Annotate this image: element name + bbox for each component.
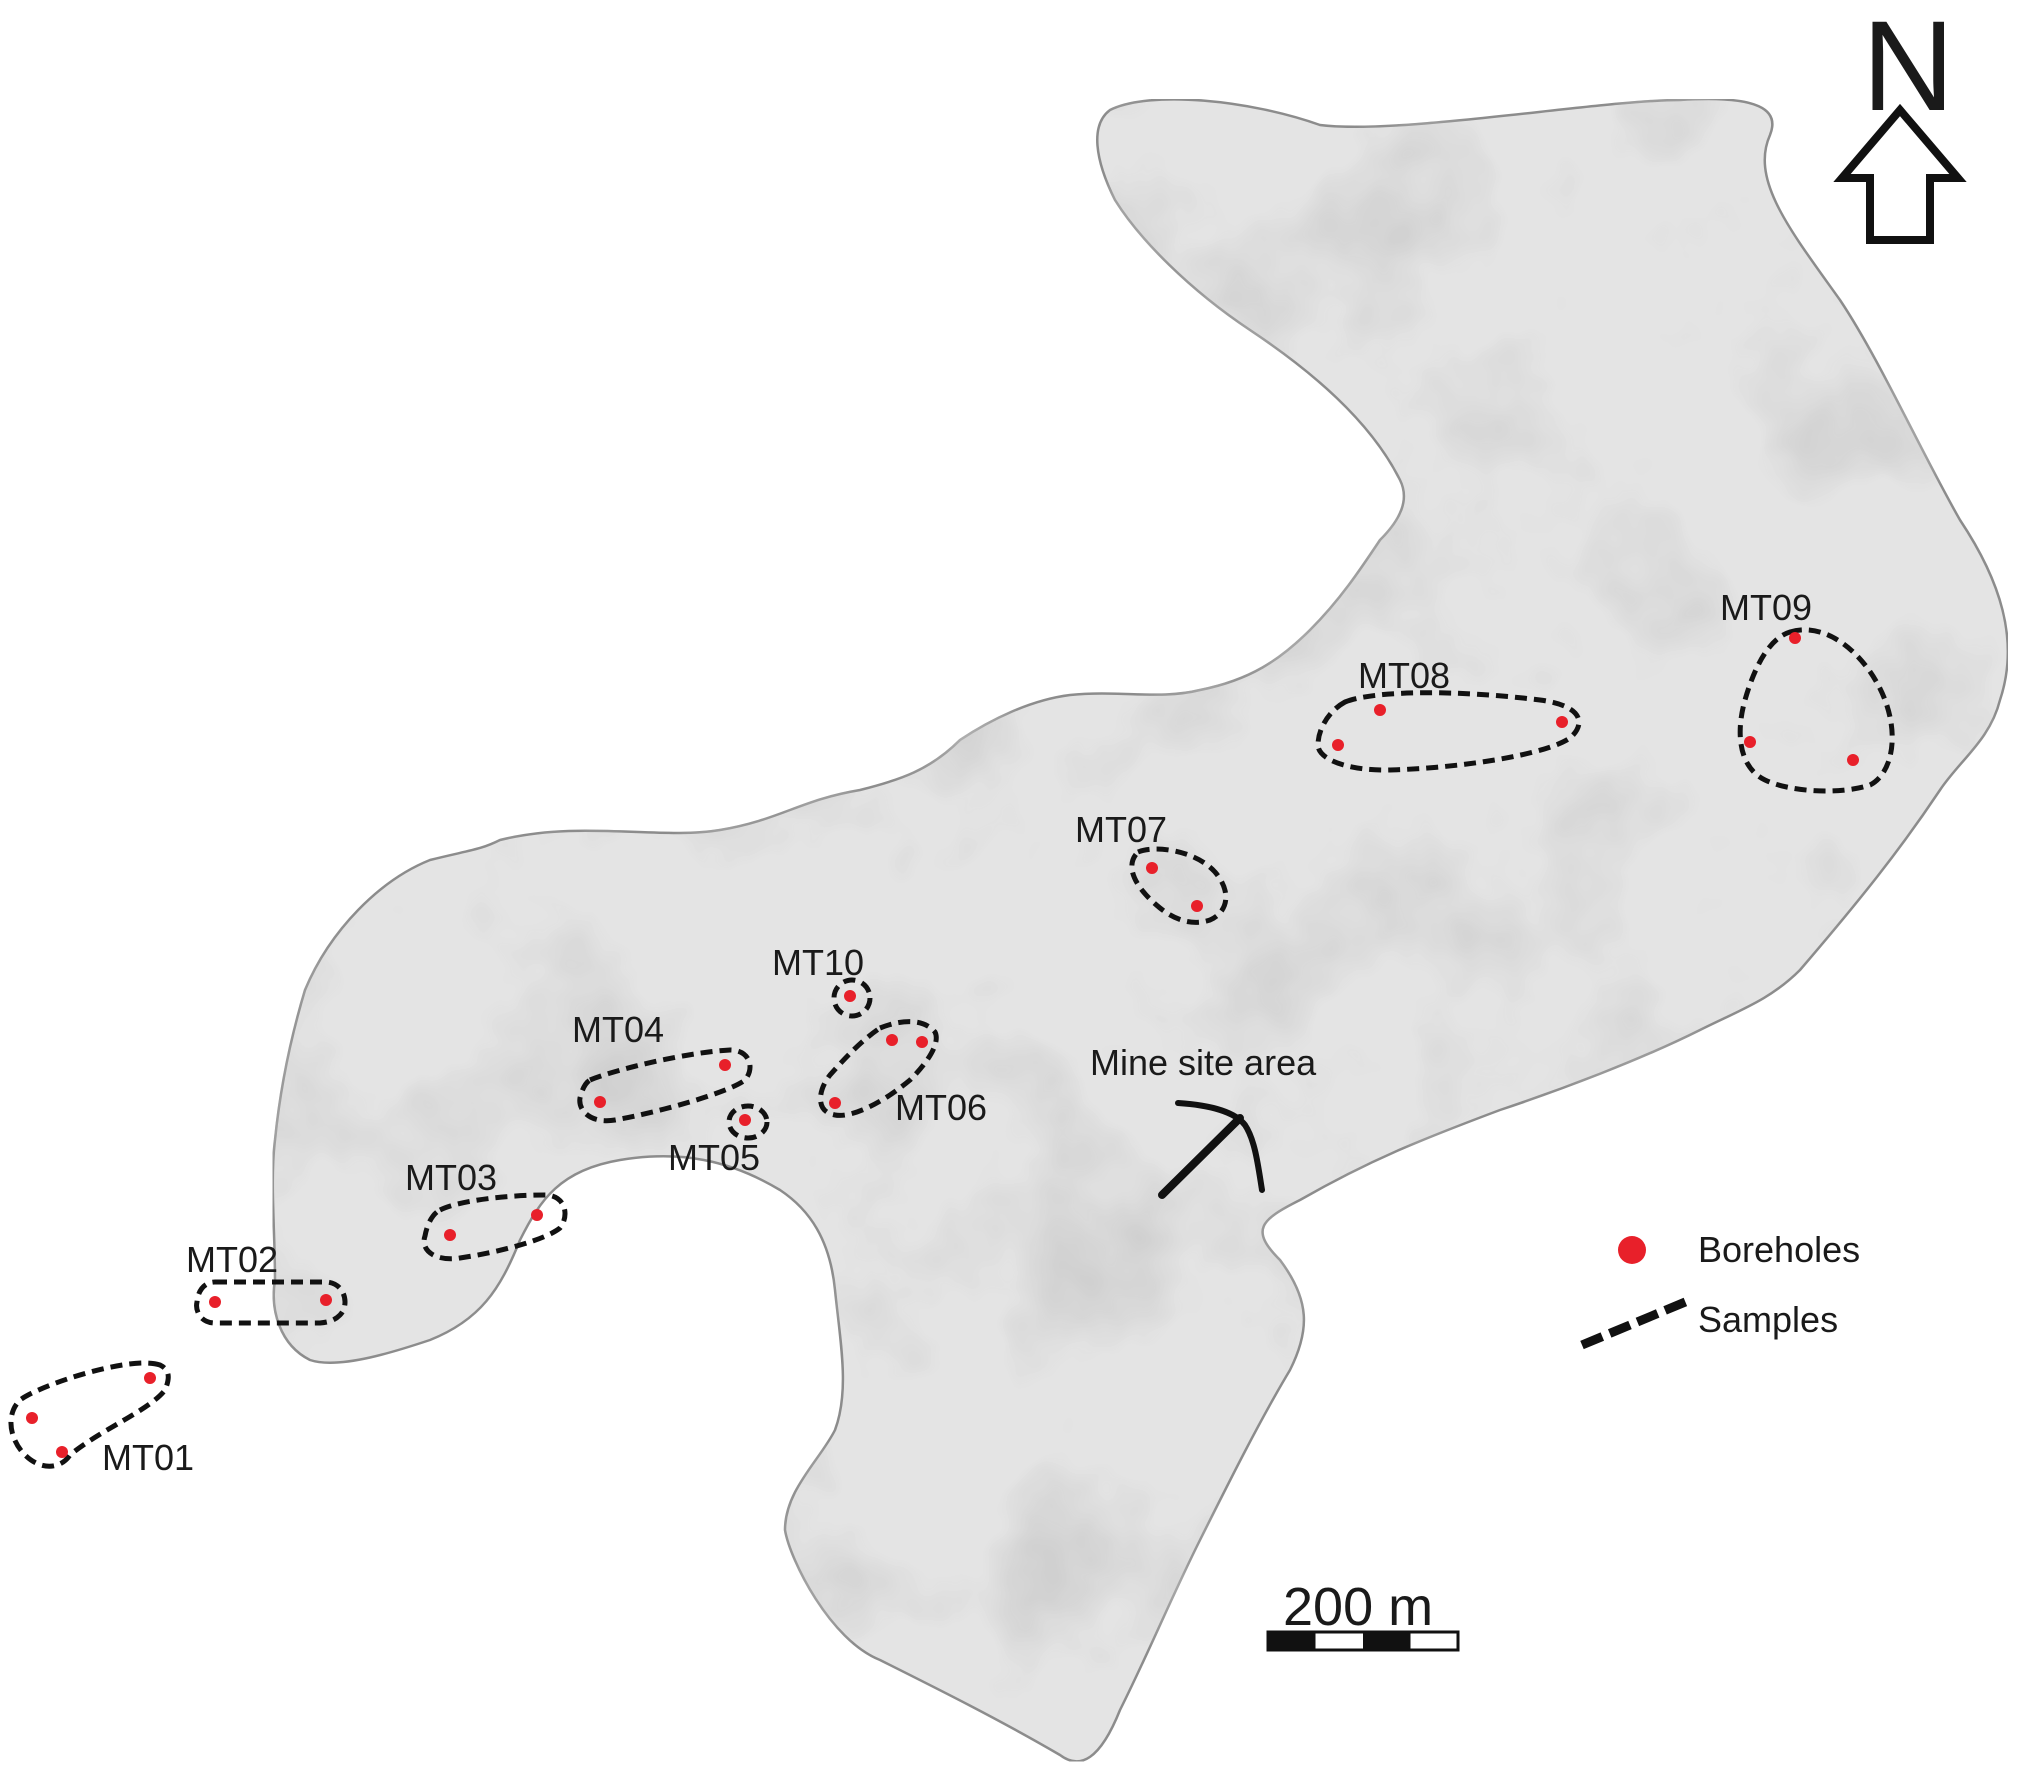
borehole [916, 1036, 928, 1048]
legend-samples-label: Samples [1698, 1299, 1838, 1340]
sample-outline-mt02 [194, 1279, 348, 1326]
sample-label-mt03: MT03 [405, 1157, 497, 1198]
borehole [26, 1412, 38, 1424]
borehole [144, 1372, 156, 1384]
borehole [1191, 900, 1203, 912]
legend-samples-symbol [1580, 1295, 1692, 1350]
borehole [1374, 704, 1386, 716]
borehole [320, 1294, 332, 1306]
borehole [829, 1097, 841, 1109]
sample-outline-mt08 [1315, 690, 1582, 773]
borehole [1744, 736, 1756, 748]
boreholes [26, 632, 1859, 1458]
sample-outline-mt05 [726, 1103, 770, 1141]
legend-boreholes-label: Boreholes [1698, 1229, 1860, 1270]
sample-label-mt09: MT09 [1720, 587, 1812, 628]
borehole [1556, 716, 1568, 728]
borehole [56, 1446, 68, 1458]
sample-outline-mt06 [818, 1019, 939, 1118]
pickaxe-icon [1158, 1100, 1265, 1199]
sample-label-mt02: MT02 [186, 1239, 278, 1280]
borehole [1146, 862, 1158, 874]
sample-label-mt08: MT08 [1358, 655, 1450, 696]
mine-area-shape [271, 97, 2010, 1763]
north-arrow: N [1833, 0, 1967, 244]
sample-outline-mt04 [577, 1047, 753, 1124]
borehole [444, 1229, 456, 1241]
borehole [844, 990, 856, 1002]
sample-outline-mt03 [421, 1192, 568, 1262]
sample-label-mt05: MT05 [668, 1137, 760, 1178]
sample-label-mt07: MT07 [1075, 809, 1167, 850]
scale-label: 200 m [1283, 1577, 1433, 1637]
sample-outlines [8, 627, 1895, 1469]
borehole [719, 1059, 731, 1071]
sample-labels: MT01 MT02 MT03 MT04 MT05 MT06 MT07 MT08 … [102, 587, 1812, 1478]
borehole [739, 1114, 751, 1126]
sample-label-mt01: MT01 [102, 1437, 194, 1478]
mine-site-label: Mine site area [1090, 1042, 1317, 1083]
north-arrow-icon [1833, 103, 1967, 244]
borehole [1847, 754, 1859, 766]
scale-bar: 200 m [1266, 1577, 1460, 1652]
borehole [1332, 739, 1344, 751]
sample-label-mt06: MT06 [895, 1087, 987, 1128]
borehole [886, 1034, 898, 1046]
borehole [594, 1096, 606, 1108]
sample-label-mt10: MT10 [772, 942, 864, 983]
sample-outline-mt09 [1737, 627, 1895, 794]
borehole [1789, 632, 1801, 644]
legend-borehole-symbol [1618, 1236, 1646, 1264]
borehole [531, 1209, 543, 1221]
sample-label-mt04: MT04 [572, 1009, 664, 1050]
sample-outline-mt07 [1129, 846, 1229, 925]
sample-outline-mt10 [831, 977, 873, 1019]
borehole [209, 1296, 221, 1308]
sample-outline-mt01 [8, 1360, 171, 1469]
legend: Boreholes Samples [1580, 1229, 1860, 1350]
